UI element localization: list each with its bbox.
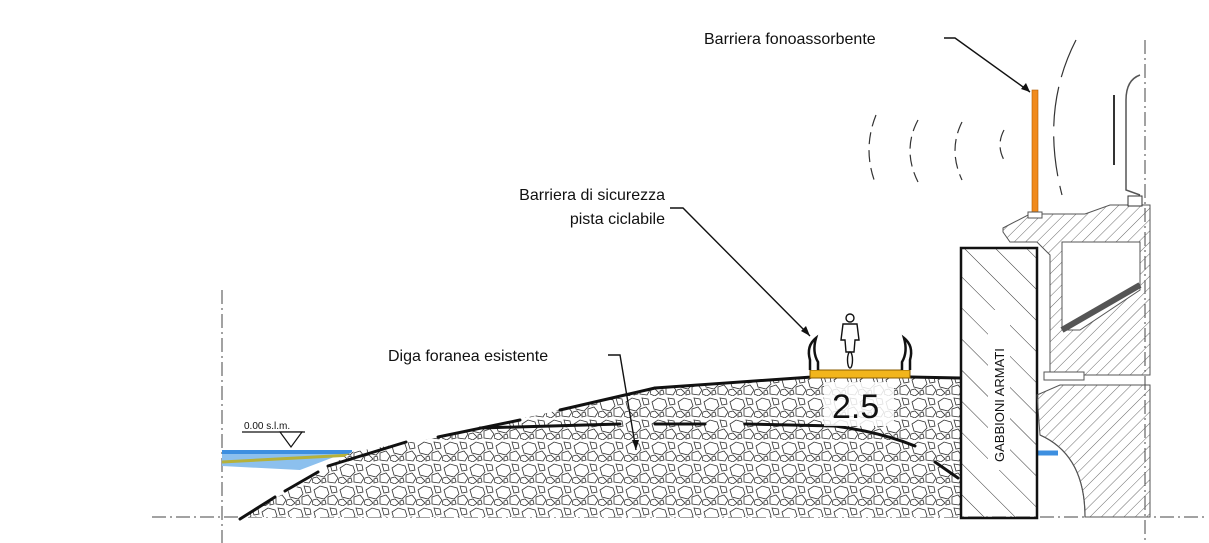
noise-barrier-post[interactable] (1031, 89, 1039, 215)
algae-line (221, 453, 353, 464)
path-dimension-box (824, 382, 894, 426)
safety-barrier-left[interactable] (807, 334, 820, 370)
sea-level-label: 0.00 s.l.m. (244, 421, 290, 432)
level-triangle-icon (242, 431, 305, 449)
structure-inner-void (1061, 241, 1141, 331)
gabion-label-box (988, 310, 1010, 470)
quay-arch (1039, 434, 1086, 518)
leader-lines (608, 37, 1031, 451)
gabion-label: GABBIONI ARMATI (992, 348, 1007, 462)
train-bogie (1127, 195, 1143, 207)
path-width-label: 2.5 (832, 388, 879, 426)
armour-layer-outline (238, 375, 962, 521)
breakwater-mound (240, 376, 960, 517)
safety-barrier-label-line2: pista ciclabile (570, 211, 665, 228)
safety-barrier-right[interactable] (900, 334, 913, 370)
leader-arrowheads (632, 83, 1030, 450)
noise-barrier-base (1027, 211, 1043, 219)
sound-waves-icon (868, 39, 1077, 196)
curb (1043, 371, 1085, 381)
cycle-path-slab[interactable] (809, 369, 911, 379)
core-outline (478, 422, 960, 480)
breakwater-label: Diga foranea esistente (388, 348, 548, 365)
train-outline (1125, 74, 1141, 196)
safety-barrier-label-line1: Barriera di sicurezza (519, 187, 665, 204)
structure-strut (1060, 282, 1142, 333)
cyclist-icon (840, 313, 860, 369)
noise-barrier-label: Barriera fonoassorbente (704, 31, 876, 48)
